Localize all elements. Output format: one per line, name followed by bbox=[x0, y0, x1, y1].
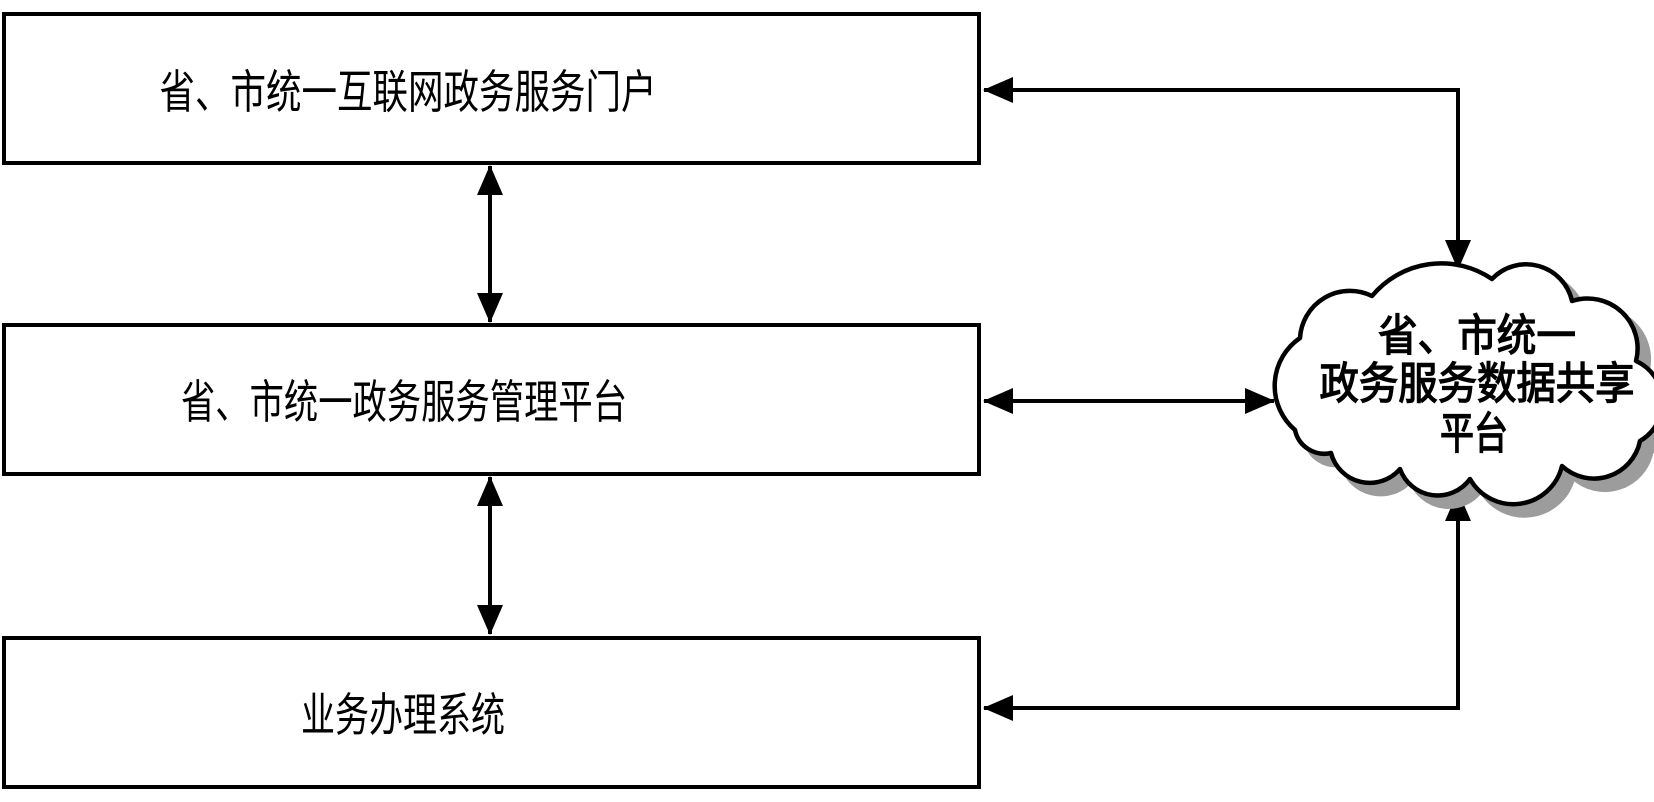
arrow-business-cloud bbox=[983, 491, 1471, 721]
arrow-portal-cloud bbox=[983, 77, 1471, 270]
box-portal-label: 省、市统一互联网政务服务门户 bbox=[160, 66, 657, 118]
box-business-system-label: 业务办理系统 bbox=[301, 689, 505, 741]
box-business-system bbox=[2, 636, 981, 789]
box-management-platform-label: 省、市统一政务服务管理平台 bbox=[181, 376, 627, 428]
cloud-label-line-2: 政务服务数据共享 bbox=[1320, 360, 1635, 409]
cloud-label-line-1: 省、市统一 bbox=[1378, 312, 1576, 361]
box-portal bbox=[2, 12, 981, 165]
cloud-shape bbox=[1272, 261, 1654, 507]
cloud-label-line-3: 平台 bbox=[1440, 410, 1508, 459]
cloud-data-sharing-platform: 省、市统一 政务服务数据共享 平台 bbox=[1272, 261, 1654, 518]
box-management-platform bbox=[2, 323, 981, 476]
